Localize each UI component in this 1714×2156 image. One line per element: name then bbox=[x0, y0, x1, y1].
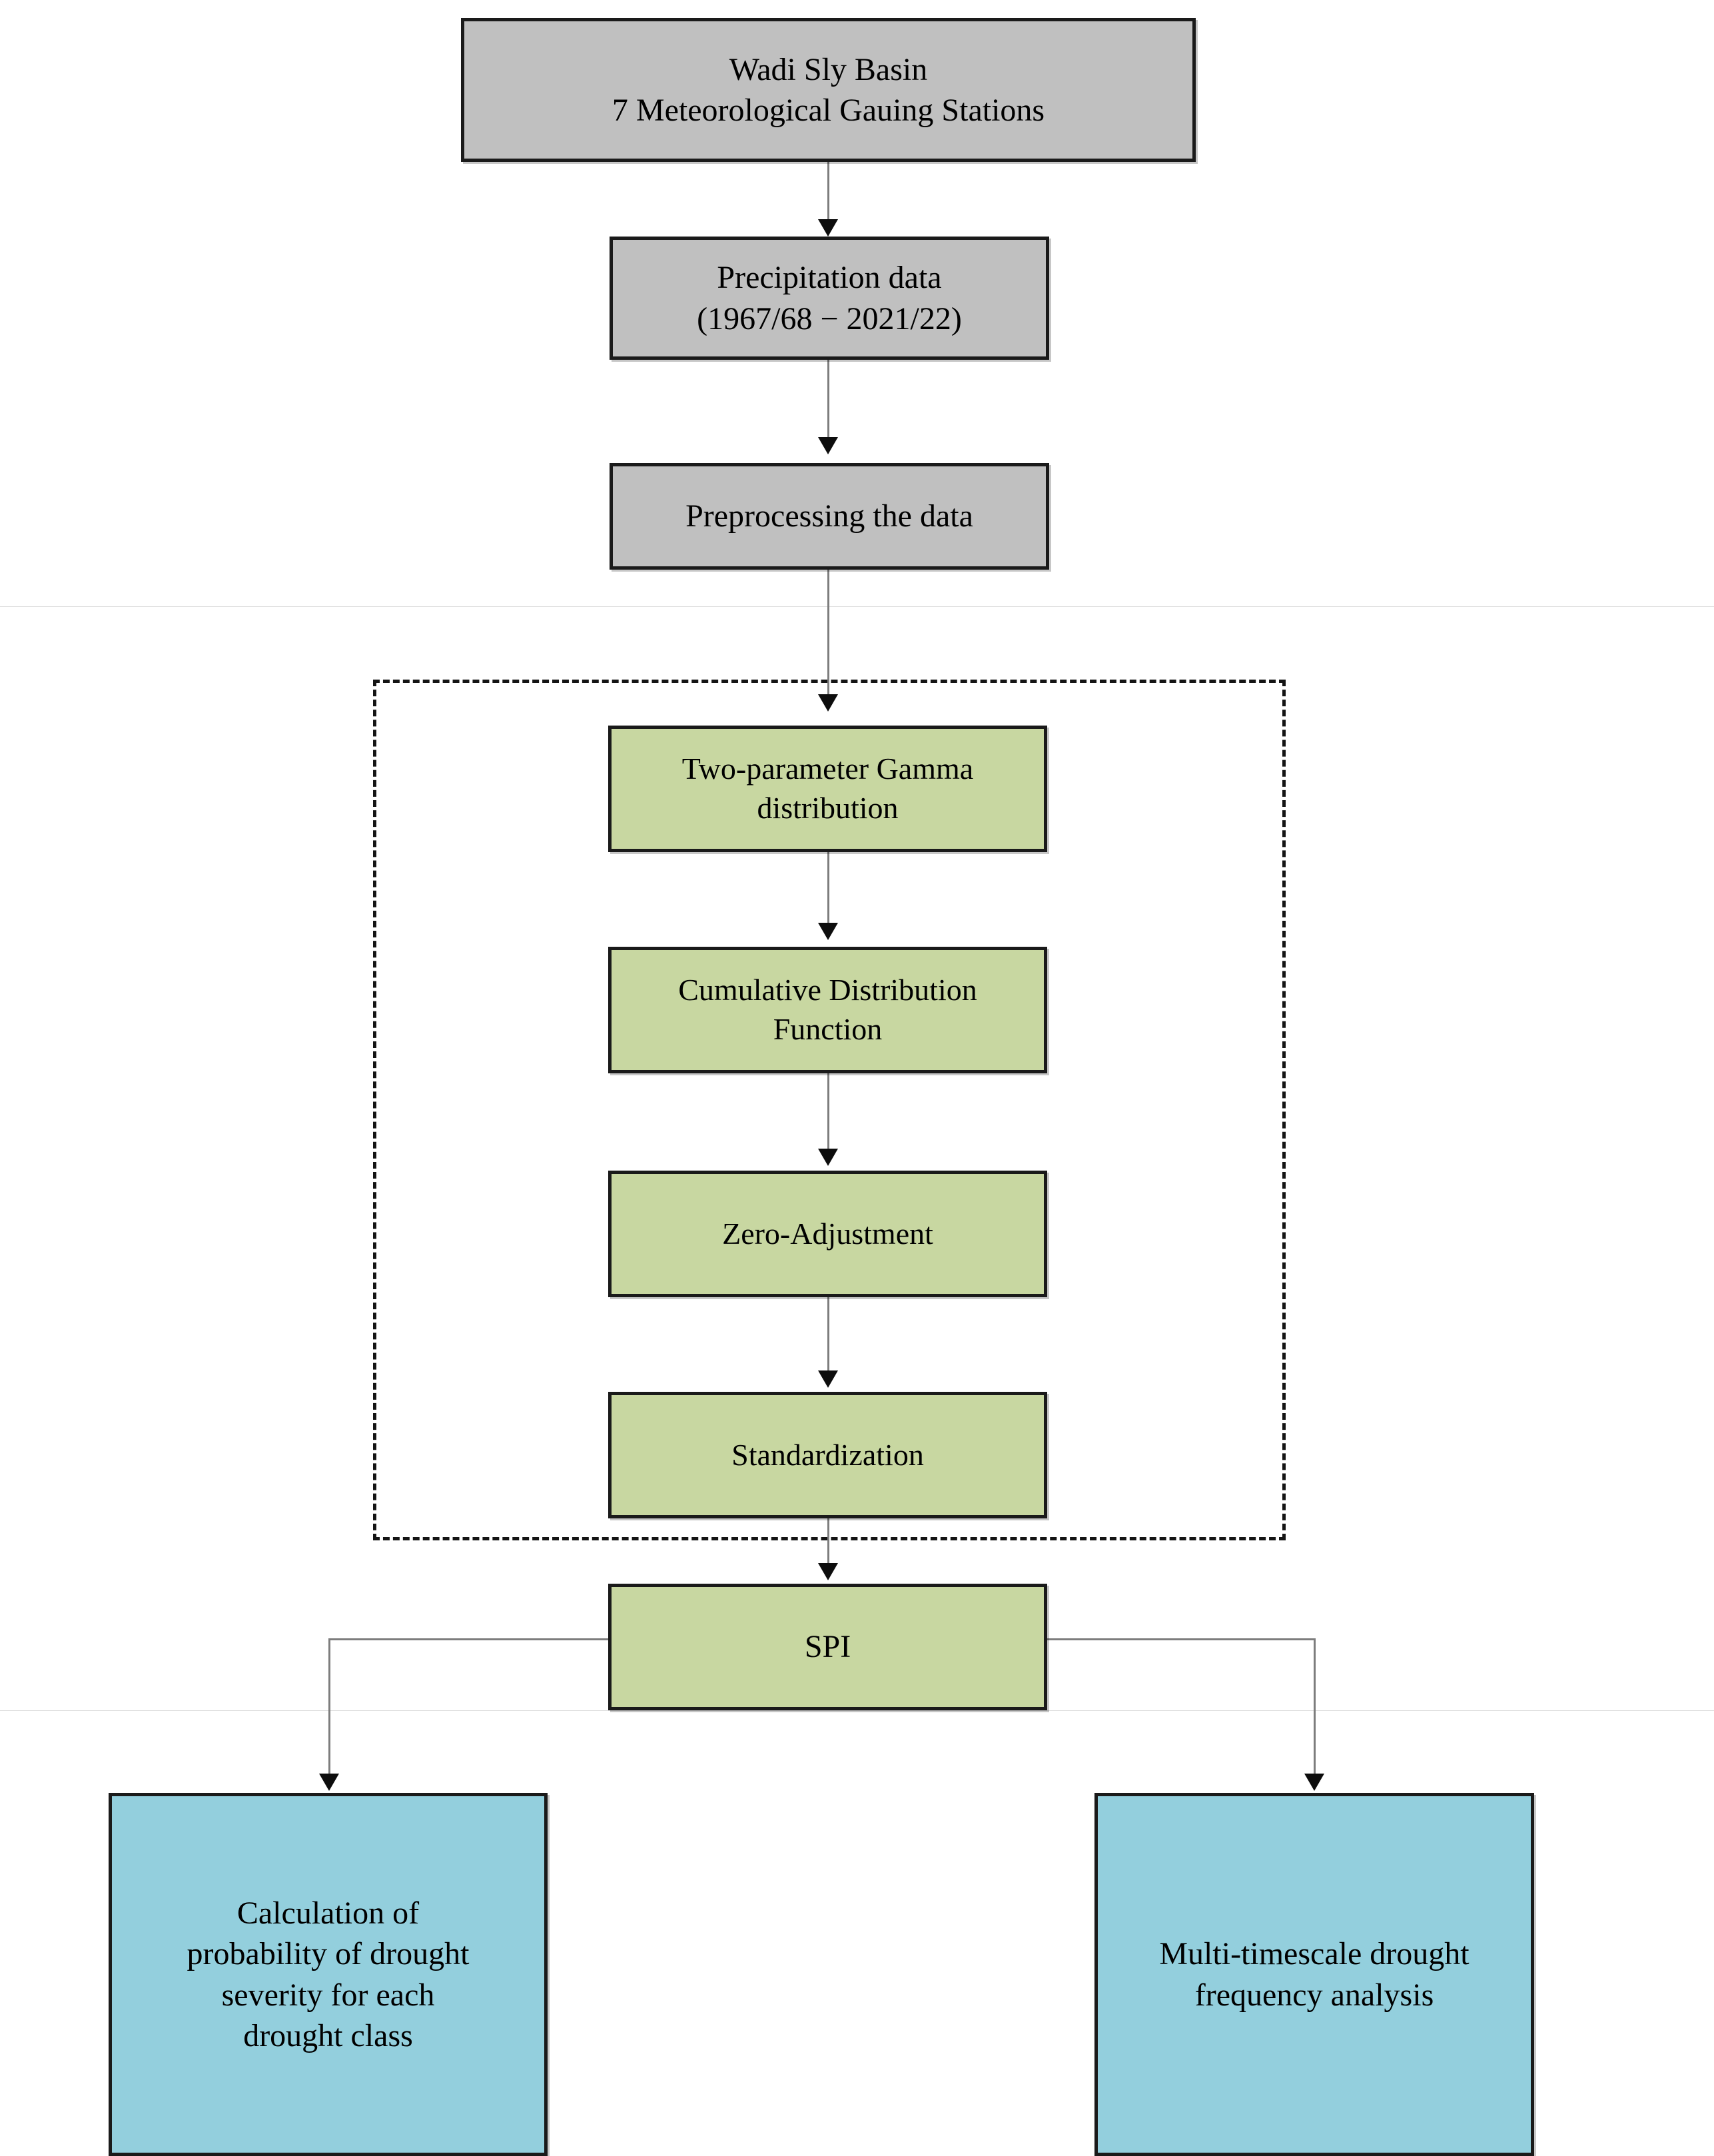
spi-computation-group bbox=[373, 680, 1286, 1540]
node-precipitation-data-line2: (1967/68 − 2021/22) bbox=[697, 300, 962, 336]
arrowhead-zero-adjustment bbox=[818, 1149, 838, 1166]
arrowhead-gamma-distribution bbox=[818, 694, 838, 712]
connector-precipitation-to-preprocessing bbox=[827, 360, 829, 441]
node-probability-drought-severity-label: Calculation of probability of drought se… bbox=[178, 1893, 479, 2057]
connector-gamma-to-cdf bbox=[827, 852, 829, 929]
node-zero-adjustment-label: Zero-Adjustment bbox=[722, 1216, 933, 1251]
node-gamma-distribution[interactable]: Two-parameter Gamma distribution bbox=[608, 726, 1047, 852]
node-probability-drought-severity[interactable]: Calculation of probability of drought se… bbox=[109, 1793, 548, 2156]
node-precipitation-data-label: Precipitation data (1967/68 − 2021/22) bbox=[687, 257, 971, 339]
connector-spi-left-horizontal bbox=[328, 1638, 610, 1640]
node-multitimescale-frequency[interactable]: Multi-timescale drought frequency analys… bbox=[1094, 1793, 1534, 2156]
connector-zero-adjustment-to-standardization bbox=[827, 1297, 829, 1377]
node-multitimescale-line1: Multi-timescale drought bbox=[1159, 1936, 1470, 1972]
arrowhead-standardization bbox=[818, 1370, 838, 1388]
node-multitimescale-frequency-label: Multi-timescale drought frequency analys… bbox=[1150, 1933, 1478, 2015]
node-study-area-line1: Wadi Sly Basin bbox=[729, 51, 928, 87]
section-separator-bottom bbox=[0, 1710, 1714, 1711]
node-preprocessing-label: Preprocessing the data bbox=[685, 498, 973, 534]
connector-preprocessing-to-gamma bbox=[827, 570, 829, 706]
node-cdf-line2: Function bbox=[773, 1012, 883, 1046]
connector-cdf-to-zero-adjustment bbox=[827, 1073, 829, 1155]
node-cumulative-distribution-function[interactable]: Cumulative Distribution Function bbox=[608, 947, 1047, 1073]
node-spi[interactable]: SPI bbox=[608, 1584, 1047, 1710]
node-study-area[interactable]: Wadi Sly Basin 7 Meteorological Gauing S… bbox=[461, 18, 1196, 162]
node-standardization-label: Standardization bbox=[731, 1437, 924, 1472]
connector-spi-right-horizontal bbox=[1046, 1638, 1316, 1640]
node-probability-line1: Calculation of bbox=[236, 1895, 420, 1931]
node-multitimescale-line2: frequency analysis bbox=[1194, 1977, 1434, 2013]
arrowhead-cdf bbox=[818, 923, 838, 940]
arrowhead-preprocessing bbox=[818, 437, 838, 454]
node-preprocessing[interactable]: Preprocessing the data bbox=[610, 463, 1049, 570]
node-zero-adjustment[interactable]: Zero-Adjustment bbox=[608, 1171, 1047, 1297]
node-study-area-label: Wadi Sly Basin 7 Meteorological Gauing S… bbox=[603, 49, 1054, 131]
node-cdf-label: Cumulative Distribution Function bbox=[669, 971, 986, 1049]
node-probability-line3: severity for each bbox=[221, 1977, 435, 2013]
connector-spi-left-vertical bbox=[328, 1638, 330, 1780]
node-precipitation-data-line1: Precipitation data bbox=[717, 260, 942, 296]
node-study-area-line2: 7 Meteorological Gauing Stations bbox=[612, 93, 1045, 128]
node-probability-line2: probability of drought bbox=[187, 1936, 470, 1972]
node-probability-line4: drought class bbox=[243, 2017, 413, 2053]
connector-standardization-to-spi bbox=[827, 1518, 829, 1575]
section-separator-top bbox=[0, 606, 1714, 607]
node-gamma-distribution-line2: distribution bbox=[757, 791, 899, 825]
node-precipitation-data[interactable]: Precipitation data (1967/68 − 2021/22) bbox=[610, 237, 1049, 360]
node-gamma-distribution-label: Two-parameter Gamma distribution bbox=[673, 750, 983, 828]
arrowhead-probability-drought-severity bbox=[319, 1774, 339, 1791]
node-spi-label: SPI bbox=[804, 1629, 851, 1665]
arrowhead-spi bbox=[818, 1563, 838, 1580]
connector-spi-right-vertical bbox=[1314, 1638, 1316, 1780]
node-standardization[interactable]: Standardization bbox=[608, 1392, 1047, 1518]
node-gamma-distribution-line1: Two-parameter Gamma bbox=[681, 752, 974, 786]
node-cdf-line1: Cumulative Distribution bbox=[678, 973, 977, 1007]
arrowhead-precipitation bbox=[818, 219, 838, 237]
arrowhead-multitimescale-frequency bbox=[1304, 1774, 1324, 1791]
connector-study-area-to-precipitation bbox=[827, 162, 829, 223]
